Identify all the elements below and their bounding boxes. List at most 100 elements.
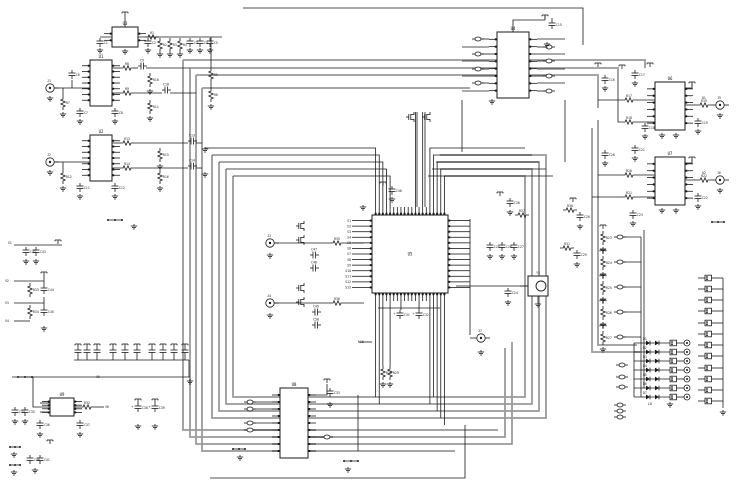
capacitor-C33: C33 [326, 388, 340, 397]
transistor-icon [406, 112, 415, 122]
power-flag-icon [134, 398, 142, 403]
capacitor-C12: C12 [111, 183, 125, 192]
svg-text:C36: C36 [44, 423, 50, 427]
ic-U1: U1 [82, 54, 120, 107]
power-flag-icon [46, 439, 54, 444]
svg-text:C13: C13 [189, 134, 195, 138]
test-pad [472, 80, 484, 86]
svg-text:S3: S3 [347, 230, 351, 234]
capacitor-C28: C28 [576, 212, 590, 221]
ground-symbol [498, 254, 506, 260]
power-flag-icon [688, 156, 696, 161]
ground-symbol [201, 147, 209, 153]
capacitor-C35: C35 [21, 407, 35, 416]
svg-text:C29: C29 [581, 253, 587, 257]
capacitor-C22: C22 [694, 193, 708, 202]
svg-text:J7: J7 [478, 329, 482, 333]
connector-pin [704, 285, 712, 293]
capacitor-C44: C44 [40, 285, 54, 294]
capacitor-C3: C3 [186, 38, 198, 47]
capacitor-C23: C23 [629, 210, 643, 219]
transistor-icon [296, 221, 305, 231]
ground-symbol [672, 208, 680, 214]
svg-text:C49: C49 [313, 305, 319, 309]
resistor-R24: R24 [599, 256, 612, 270]
resistor-R23: R23 [599, 231, 612, 245]
resistor-R18: R18 [622, 116, 636, 126]
test-pad [614, 414, 626, 420]
ground-symbol [534, 302, 542, 308]
capacitor-C31: +C31 [394, 310, 410, 319]
power-flag-icon [541, 14, 549, 19]
connector-pin [704, 330, 712, 338]
decoupling-cap [170, 343, 178, 360]
connector-pin [704, 274, 712, 282]
resistor-R10: R10 [146, 73, 159, 87]
svg-text:LD: LD [648, 402, 652, 406]
jack-J4: J4 [265, 294, 279, 308]
capacitor-C50: C50 [312, 318, 321, 329]
ground-symbol [601, 86, 609, 92]
svg-text:C3: C3 [194, 41, 198, 45]
svg-text:C15: C15 [556, 23, 562, 27]
capacitor-C13: C13 [188, 134, 197, 145]
svg-text:S11: S11 [345, 274, 351, 278]
capacitor-C26: C26 [498, 242, 512, 251]
resistor-R19: R19 [697, 99, 711, 109]
power-flag-icon [323, 378, 331, 383]
ground-symbol [641, 134, 649, 140]
resistor-R35: R35 [330, 237, 344, 247]
decoupling-cap [121, 343, 129, 360]
svg-text:S12: S12 [345, 280, 351, 284]
ground-symbol [134, 424, 142, 430]
svg-text:S13: S13 [345, 286, 351, 290]
svg-text:J3: J3 [267, 234, 271, 238]
capacitor-C24: C24 [504, 288, 518, 297]
ground-symbol [719, 410, 727, 416]
connector-pin [704, 341, 712, 349]
svg-text:R11: R11 [153, 105, 159, 109]
test-pad [244, 399, 256, 405]
ground-symbol [631, 156, 639, 162]
svg-text:R13: R13 [124, 137, 130, 141]
ground-symbol [207, 104, 215, 110]
connector-pin [704, 296, 712, 304]
svg-text:S1: S1 [347, 219, 351, 223]
svg-text:C24: C24 [512, 291, 518, 295]
power-flag-icon [599, 324, 607, 329]
svg-text:R12: R12 [66, 175, 72, 179]
ground-symbol [121, 49, 129, 55]
jumper [17, 376, 33, 378]
svg-text:C12: C12 [119, 186, 125, 190]
power-flag-icon [496, 191, 504, 196]
ground-symbol [486, 254, 494, 260]
connector-pin [669, 393, 677, 401]
svg-text:S6: S6 [347, 247, 351, 251]
svg-text:C46: C46 [396, 189, 402, 193]
test-pad [614, 234, 626, 240]
svg-text:R17: R17 [626, 94, 632, 98]
decoupling-cap [74, 343, 82, 360]
connector-pin [669, 339, 677, 347]
capacitor-C29: C29 [573, 250, 587, 259]
ground-symbol [629, 221, 637, 227]
ground-symbol [111, 119, 119, 125]
capacitor-C39: +C39 [149, 403, 165, 412]
svg-text:V6: V6 [105, 405, 109, 409]
ground-symbol [76, 194, 84, 200]
capacitor-C8: C8 [111, 108, 123, 117]
svg-text:R35: R35 [334, 237, 340, 241]
ground-symbol [36, 432, 44, 438]
connector-pin [669, 348, 677, 356]
ground-symbol [573, 262, 581, 268]
capacitor-C49: C49 [312, 305, 321, 316]
ground-symbol [186, 379, 194, 385]
capacitor-C30: C30 [506, 198, 520, 207]
ground-symbol [388, 197, 396, 203]
resistor-R22: R22 [697, 174, 711, 184]
ic-U9: U9 [42, 392, 82, 417]
svg-text:R19: R19 [701, 99, 707, 103]
capacitor-C5: C5 [206, 38, 218, 47]
svg-text:R6: R6 [214, 93, 218, 97]
resistor-R34: R34 [26, 305, 39, 319]
